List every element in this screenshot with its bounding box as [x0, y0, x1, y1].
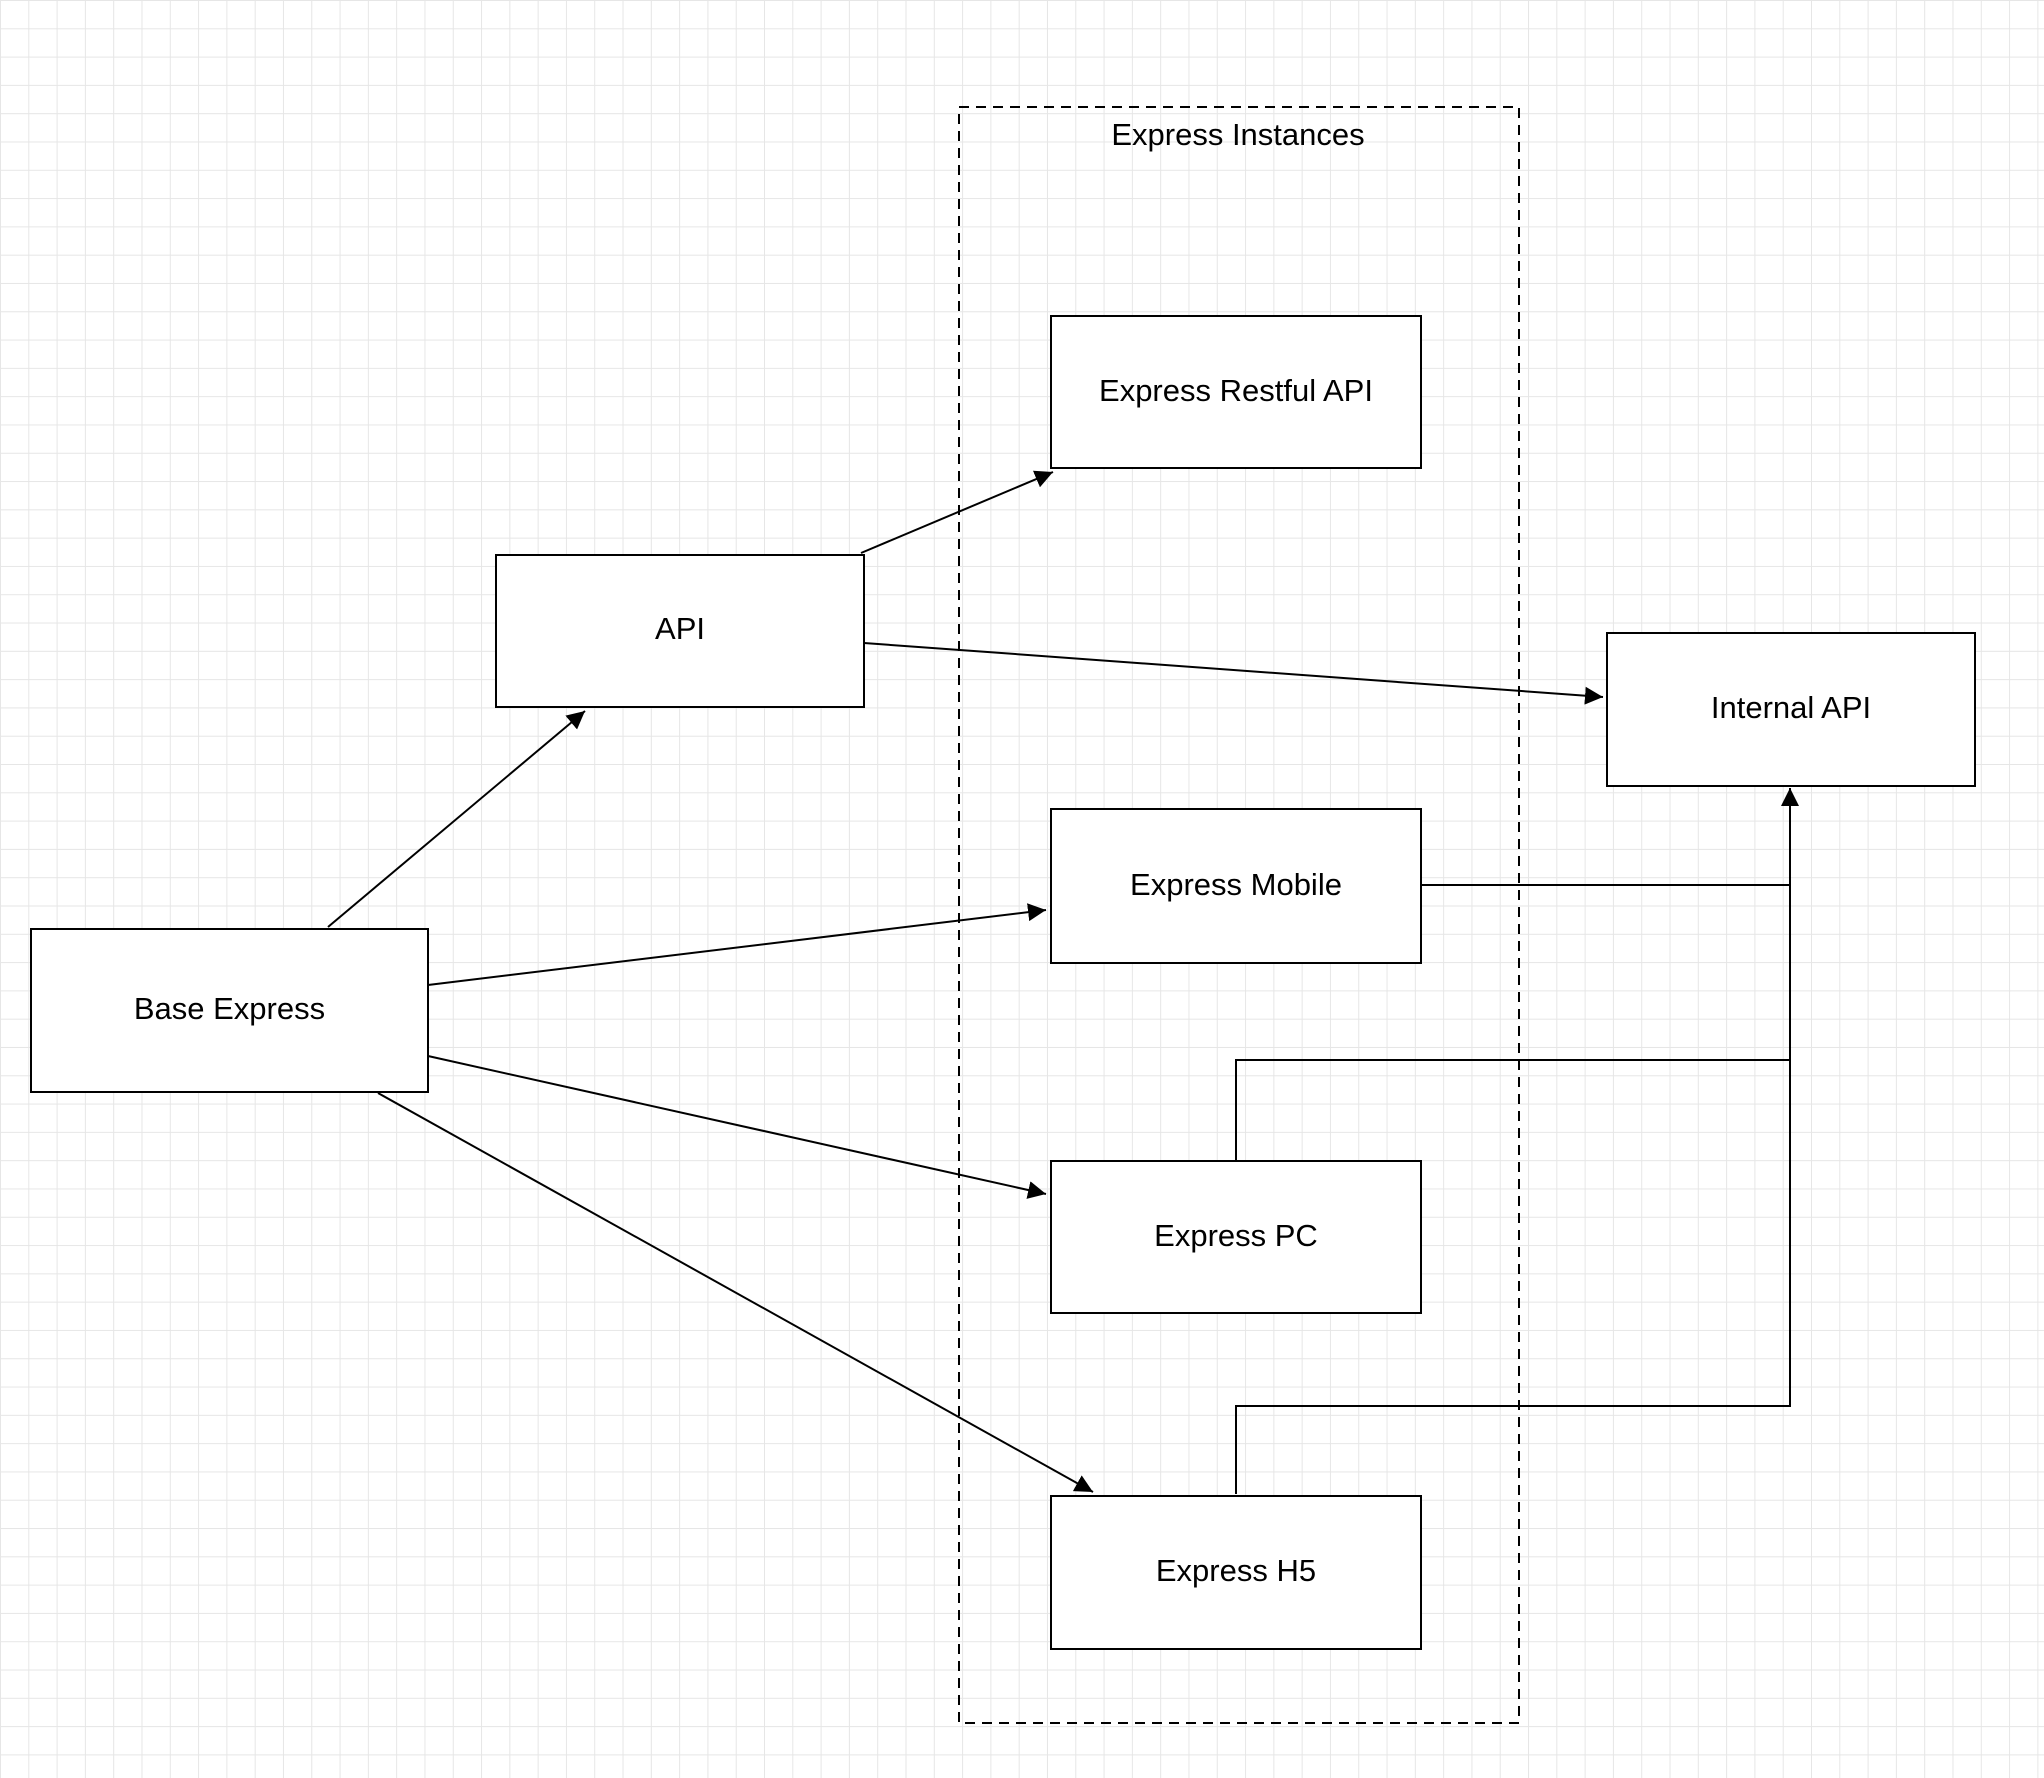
edge-express-h5-to-internal-api[interactable]: [1235, 1060, 1791, 1494]
node-express-restful-api[interactable]: Express Restful API: [1050, 315, 1422, 469]
edge-express-pc-to-internal-api[interactable]: [1235, 885, 1791, 1160]
edge-api-to-express-restful-api[interactable]: [860, 470, 1054, 554]
express-instances-group[interactable]: Express Instances: [958, 106, 1520, 1724]
node-base-express-label: Base Express: [134, 991, 325, 1026]
edge-base-express-to-express-pc[interactable]: [427, 1055, 1047, 1199]
node-internal-api-box: [1606, 632, 1976, 787]
node-api[interactable]: API: [495, 554, 865, 708]
node-express-mobile[interactable]: Express Mobile: [1050, 808, 1422, 964]
node-express-pc[interactable]: Express PC: [1050, 1160, 1422, 1314]
node-express-restful-api-label: Express Restful API: [1099, 373, 1373, 408]
edge-express-mobile-to-internal-api[interactable]: [1421, 788, 1799, 886]
node-express-pc-label: Express PC: [1154, 1218, 1318, 1253]
edge-base-express-to-api[interactable]: [327, 710, 586, 928]
group-border: [958, 106, 1520, 1724]
edge-base-express-to-express-h5[interactable]: [377, 1092, 1094, 1493]
node-base-express-box: [30, 928, 429, 1093]
node-base-express[interactable]: Base Express: [30, 928, 429, 1093]
node-express-h5-box: [1050, 1495, 1422, 1650]
node-api-label: API: [655, 611, 705, 646]
edges: [327, 470, 1799, 1494]
node-api-box: [495, 554, 865, 708]
node-express-h5[interactable]: Express H5: [1050, 1495, 1422, 1650]
group-label: Express Instances: [1111, 117, 1364, 152]
node-express-pc-box: [1050, 1160, 1422, 1314]
node-express-restful-api-box: [1050, 315, 1422, 469]
edge-api-to-internal-api[interactable]: [863, 642, 1604, 705]
node-express-mobile-box: [1050, 808, 1422, 964]
node-express-mobile-label: Express Mobile: [1130, 867, 1342, 902]
node-internal-api-label: Internal API: [1711, 690, 1871, 725]
edge-base-express-to-express-mobile[interactable]: [427, 903, 1047, 986]
node-internal-api[interactable]: Internal API: [1606, 632, 1976, 787]
node-express-h5-label: Express H5: [1156, 1553, 1316, 1588]
